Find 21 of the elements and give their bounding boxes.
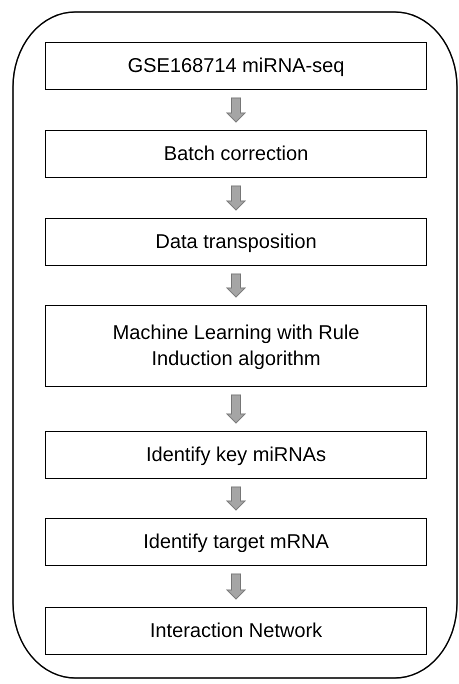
step-label: Batch correction — [164, 142, 308, 167]
block-arrow — [226, 394, 246, 424]
block-arrow — [226, 574, 246, 600]
step-label: Data transposition — [155, 230, 317, 255]
process-box — [45, 42, 427, 90]
step-label: Identify key miRNAs — [146, 443, 326, 468]
process-box — [45, 130, 427, 178]
process-box — [45, 607, 427, 655]
process-box — [45, 305, 427, 387]
step-label: Identify target mRNA — [143, 530, 329, 555]
rounded-frame — [12, 11, 458, 679]
block-arrow — [226, 486, 246, 511]
block-arrow — [226, 274, 246, 298]
step-label: Machine Learning with Rule Induction algorithm — [112, 321, 360, 372]
block-arrow — [226, 186, 246, 211]
process-box — [45, 518, 427, 566]
step-label: Interaction Network — [150, 619, 322, 644]
block-arrow — [226, 98, 246, 123]
process-box — [45, 431, 427, 479]
process-box — [45, 218, 427, 266]
step-label: GSE168714 miRNA-seq — [128, 54, 344, 79]
